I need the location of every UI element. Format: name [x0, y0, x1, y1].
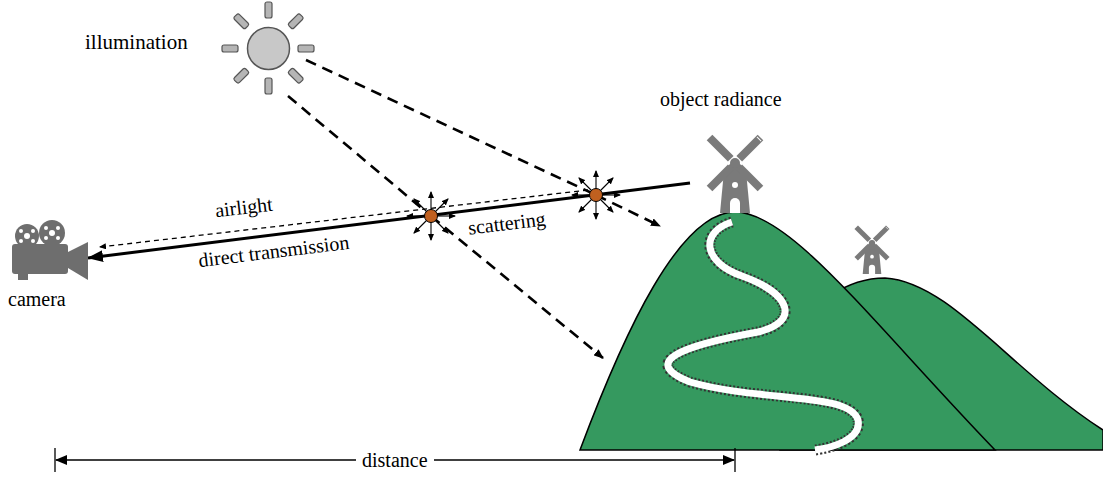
airlight-label: airlight: [214, 193, 274, 222]
object-label: object radiance: [660, 88, 782, 111]
winding-road: [668, 222, 858, 450]
particle: [590, 189, 603, 202]
scatter-arrows: [407, 171, 620, 240]
particle: [425, 210, 438, 223]
big-windmill: [684, 112, 786, 214]
camera-icon: [12, 220, 88, 280]
transmission-arrow: [88, 183, 690, 258]
sun-icon: [222, 2, 314, 94]
illumination-label: illumination: [85, 30, 188, 54]
distance-dimension: [55, 448, 735, 472]
small-windmill: [840, 211, 903, 274]
scattering-label: scattering: [467, 207, 547, 239]
front-hill: [580, 212, 995, 450]
camera-reel-holes: [19, 226, 60, 243]
distance-label: distance: [356, 449, 434, 472]
transmission-label: direct transmission: [197, 231, 350, 272]
camera-label: camera: [8, 288, 66, 311]
